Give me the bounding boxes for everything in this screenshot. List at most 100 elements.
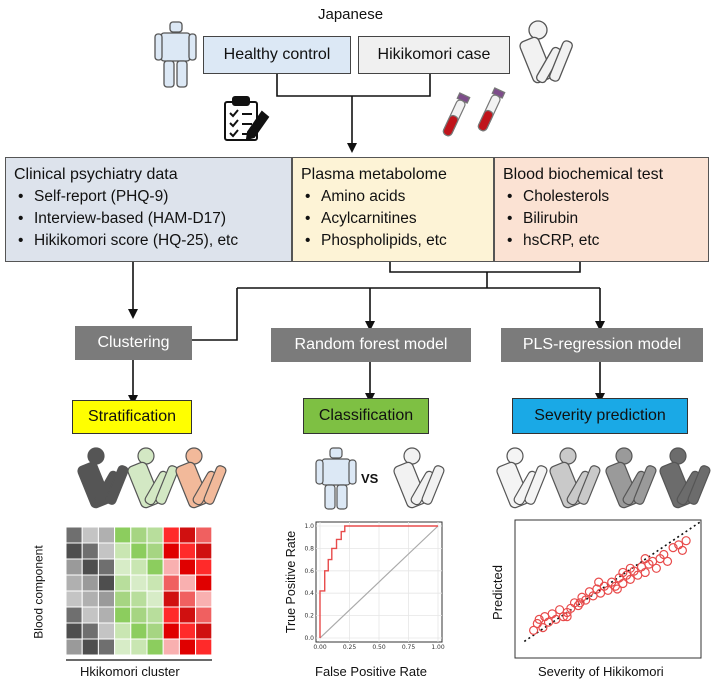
scatter-point <box>581 595 591 605</box>
roc-diagonal <box>319 525 439 639</box>
biochemical-item: Bilirubin <box>507 208 700 230</box>
stratified-person-icons <box>77 447 227 509</box>
heatmap-cell <box>195 590 213 608</box>
heatmap-cell <box>65 542 83 560</box>
roc-x-tick: 0.50 <box>372 644 386 651</box>
roc-ylabel: True Positive Rate <box>284 530 299 634</box>
scatter-point <box>534 614 544 624</box>
scatter-point <box>625 563 635 573</box>
heatmap-cell <box>114 558 132 576</box>
scatter-point <box>612 584 622 594</box>
roc-x-tick: 0.25 <box>343 644 357 651</box>
heatmap-cell <box>162 590 180 608</box>
blood-tube-icon <box>442 87 506 137</box>
heatmap-cell <box>65 590 83 608</box>
heatmap-cell <box>114 526 132 544</box>
heatmap-cell <box>130 558 148 576</box>
heatmap-cell <box>65 622 83 640</box>
heatmap-cell <box>178 526 197 544</box>
roc-y-tick: 0.4 <box>304 590 314 597</box>
heatmap-cell <box>195 622 213 640</box>
heatmap-cell <box>162 542 180 560</box>
heatmap-cell <box>114 590 132 608</box>
heatmap-cell <box>81 526 99 544</box>
heatmap-cell <box>114 606 132 624</box>
heatmap-cell <box>97 526 116 544</box>
severity-person-icons <box>496 447 711 509</box>
heatmap-cell <box>146 558 164 576</box>
heatmap-cell <box>81 638 99 656</box>
heatmap-cell <box>97 542 116 560</box>
roc-y-tick: 1.0 <box>304 523 314 530</box>
scatter-point <box>681 536 691 546</box>
biochemical-panel: Blood biochemical test Cholesterols Bili… <box>494 157 709 262</box>
heatmap-cell <box>146 638 164 656</box>
heatmap-cell <box>195 638 213 656</box>
heatmap-cell <box>81 574 99 592</box>
heatmap-cell <box>130 574 148 592</box>
scatter-point <box>662 556 673 567</box>
heatmap-cell <box>146 574 164 592</box>
heatmap-cell <box>178 590 197 608</box>
heatmap-cell <box>81 622 99 640</box>
metabolome-panel-title: Plasma metabolome <box>301 166 447 183</box>
heatmap-cell <box>97 590 116 608</box>
heatmap-cell <box>146 526 164 544</box>
heatmap-cell <box>114 574 132 592</box>
roc-curve <box>319 525 438 638</box>
heatmap-cell <box>195 606 213 624</box>
heatmap-cell <box>130 606 148 624</box>
scatter-point <box>625 574 635 584</box>
scatter-point <box>618 567 628 578</box>
roc-y-tick: 0.0 <box>304 635 314 642</box>
heatmap-cell <box>162 638 180 656</box>
heatmap-cell <box>130 638 148 656</box>
heatmap-cell <box>146 590 164 608</box>
heatmap-cell <box>97 574 116 592</box>
heatmap-cell <box>146 542 164 560</box>
clinical-item: Hikikomori score (HQ-25), etc <box>18 230 283 252</box>
healthy-person-icon <box>154 21 197 88</box>
heatmap-cell <box>81 590 99 608</box>
scatter-chart <box>514 519 702 659</box>
heatmap-cell <box>97 558 116 576</box>
population-label: Japanese <box>318 6 384 23</box>
top-connector <box>276 74 431 153</box>
biochemical-item: Cholesterols <box>507 186 700 208</box>
scatter-point <box>562 611 572 622</box>
heatmap-cell <box>130 526 148 544</box>
scatter-point <box>659 549 669 560</box>
heatmap-cell <box>81 542 99 560</box>
metabolome-item: Phospholipids, etc <box>305 230 485 252</box>
heatmap-cell <box>162 526 180 544</box>
random-forest-box: Random forest model <box>271 328 471 362</box>
roc-y-tick: 0.8 <box>304 545 314 552</box>
scatter-point <box>651 563 661 573</box>
scatter-point <box>640 567 650 578</box>
heatmap-cell <box>146 606 164 624</box>
heatmap <box>65 526 213 656</box>
heatmap-cell <box>97 638 116 656</box>
heatmap-cell <box>97 606 116 624</box>
scatter-point <box>668 542 678 553</box>
scatter-point <box>594 577 604 587</box>
roc-y-tick: 0.2 <box>304 613 314 620</box>
hikikomori-person-icon <box>519 20 573 84</box>
trend-line <box>523 520 702 643</box>
pls-regression-box: PLS-regression model <box>501 328 703 362</box>
heatmap-cell <box>130 590 148 608</box>
stratification-label: Stratification <box>72 400 192 434</box>
scatter-point <box>677 545 688 555</box>
heatmap-cell <box>178 542 197 560</box>
scatter-point <box>603 585 613 595</box>
heatmap-cell <box>162 558 180 576</box>
clinical-item: Interview-based (HAM-D17) <box>18 208 283 230</box>
heatmap-cell <box>65 574 83 592</box>
heatmap-cell <box>65 606 83 624</box>
metabolome-item: Acylcarnitines <box>305 208 485 230</box>
scatter-ylabel: Predicted <box>489 565 505 620</box>
heatmap-cell <box>162 574 180 592</box>
scatter-point <box>575 598 585 608</box>
